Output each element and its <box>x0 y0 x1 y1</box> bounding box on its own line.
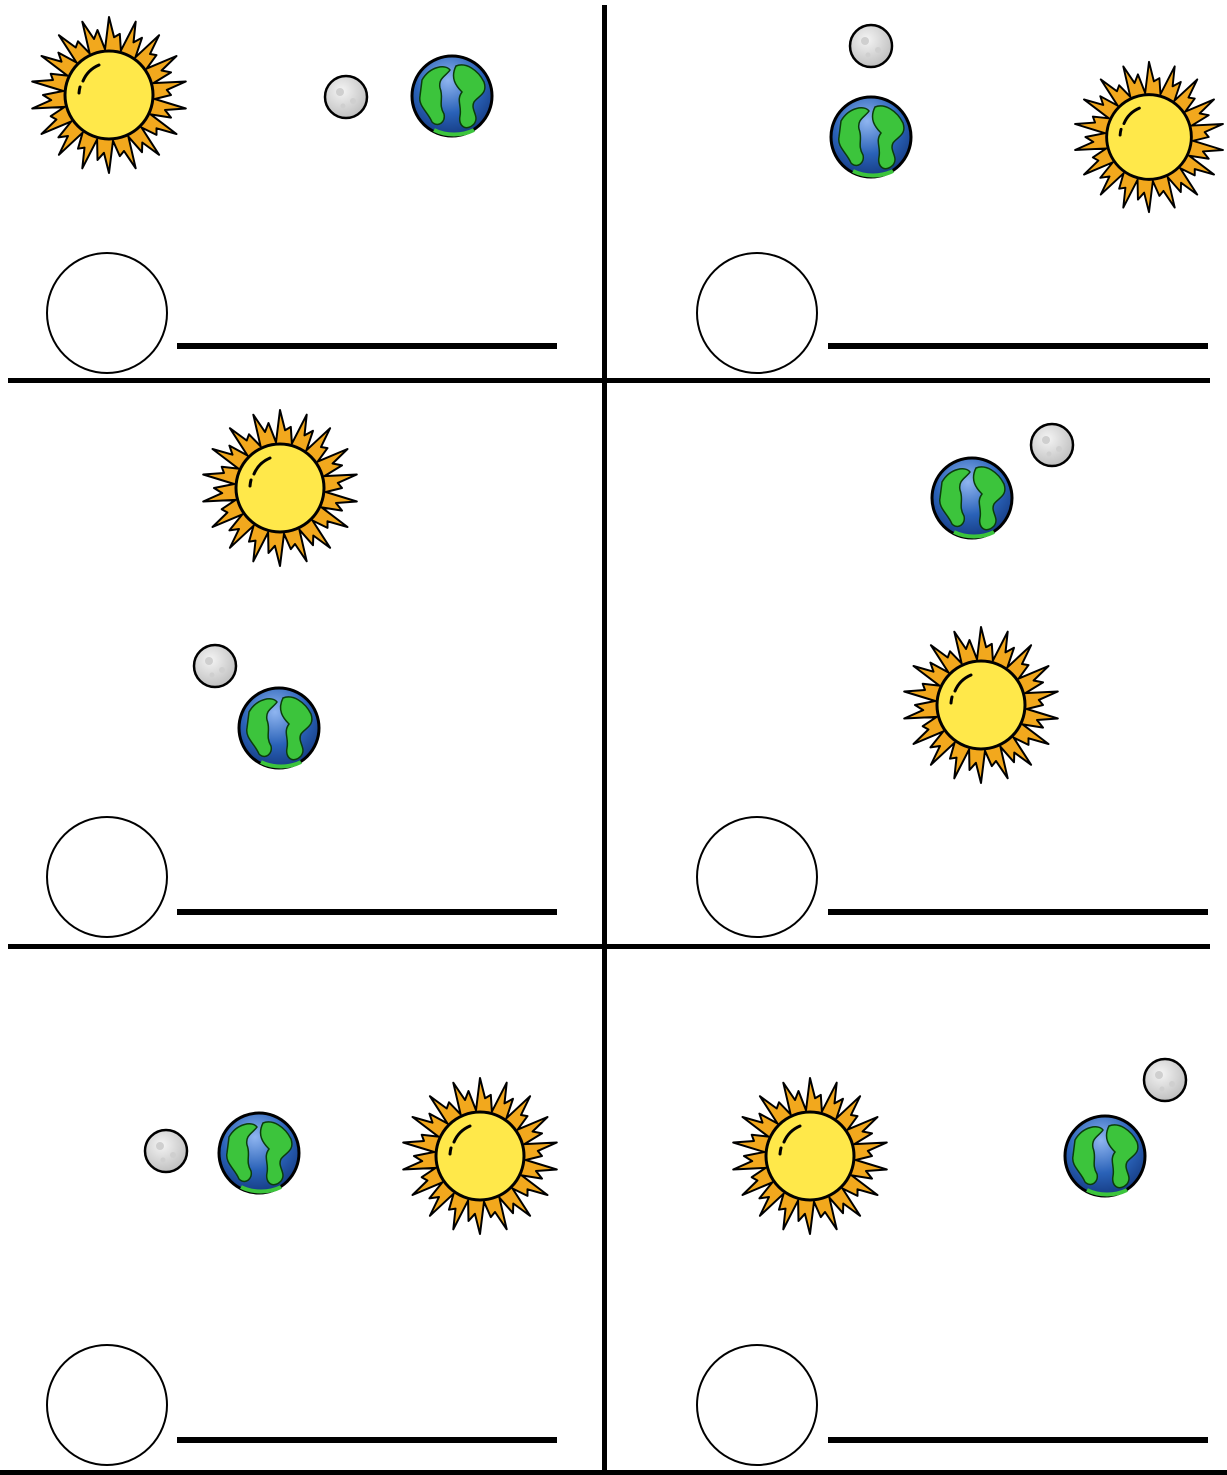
sun-icon <box>902 625 1060 785</box>
answer-line[interactable] <box>828 343 1208 349</box>
moon-icon <box>1142 1057 1188 1103</box>
earth-icon <box>237 686 321 770</box>
bottom-border <box>0 1470 1227 1475</box>
sun-icon <box>401 1076 559 1236</box>
moon-icon <box>1029 422 1075 468</box>
answer-line[interactable] <box>828 1437 1208 1443</box>
answer-line[interactable] <box>177 909 557 915</box>
sun-icon <box>731 1076 889 1236</box>
answer-circle[interactable] <box>696 252 818 374</box>
horizontal-divider-1 <box>8 378 1210 383</box>
answer-line[interactable] <box>177 1437 557 1443</box>
sun-icon <box>30 15 188 175</box>
moon-icon <box>323 74 369 120</box>
answer-circle[interactable] <box>696 1344 818 1466</box>
answer-circle[interactable] <box>696 816 818 938</box>
moon-icon <box>848 23 894 69</box>
answer-circle[interactable] <box>46 816 168 938</box>
earth-icon <box>829 95 913 179</box>
sun-icon <box>1073 60 1225 214</box>
answer-line[interactable] <box>828 909 1208 915</box>
answer-circle[interactable] <box>46 252 168 374</box>
horizontal-divider-2 <box>8 944 1210 949</box>
answer-circle[interactable] <box>46 1344 168 1466</box>
earth-icon <box>217 1111 301 1195</box>
earth-icon <box>930 456 1014 540</box>
sun-icon <box>201 408 359 568</box>
moon-icon <box>192 643 238 689</box>
vertical-divider <box>602 5 607 1475</box>
moon-icon <box>143 1128 189 1174</box>
earth-icon <box>1063 1114 1147 1198</box>
earth-icon <box>410 54 494 138</box>
answer-line[interactable] <box>177 343 557 349</box>
